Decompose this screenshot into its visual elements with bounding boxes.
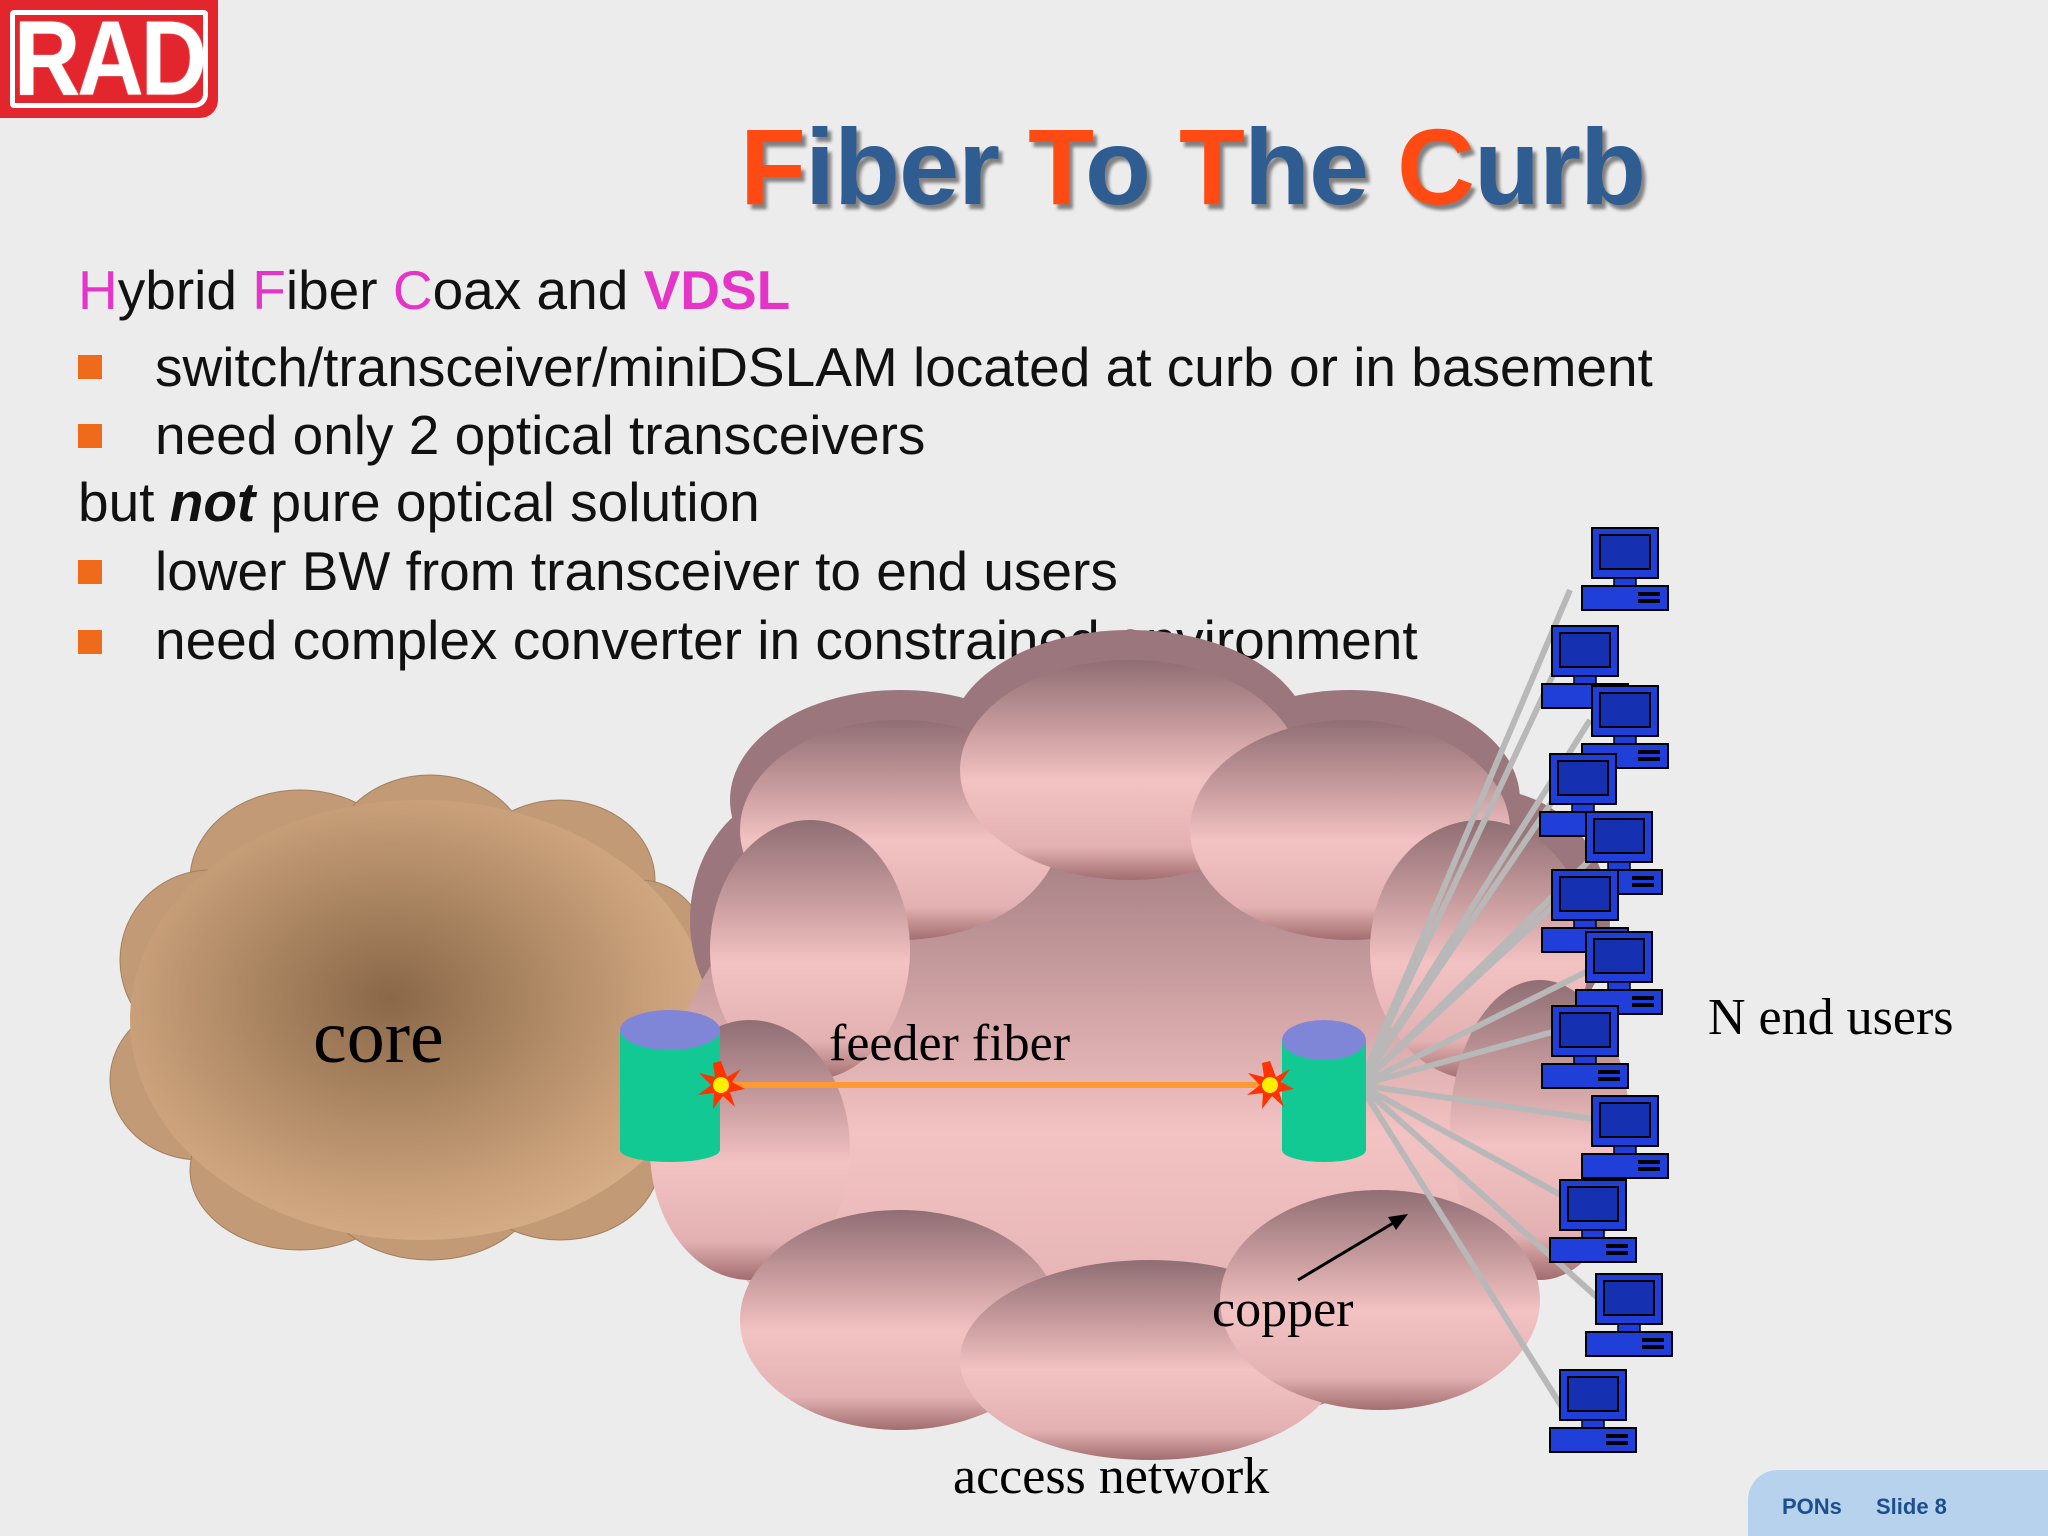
end-users-label: N end users: [1708, 989, 1954, 1046]
computer-icon: [1581, 527, 1669, 611]
computer-icon: [1549, 1369, 1637, 1453]
transceiver-right: [1282, 1020, 1366, 1162]
access-cloud: [650, 630, 1630, 1460]
computer-icon: [1541, 1005, 1629, 1089]
subtitle-line: Hybrid Fiber Coax and VDSL: [78, 259, 791, 321]
but-line: but not pure optical solution: [78, 471, 760, 533]
bullet-text: lower BW from transceiver to end users: [155, 540, 1118, 602]
core-cloud: [109, 774, 711, 1261]
footer-section: PONs: [1782, 1494, 1842, 1519]
bullet-marker: [78, 424, 102, 448]
copper-arrow: [1297, 1214, 1408, 1282]
core-label: core: [313, 995, 444, 1079]
rad-logo: RAD: [0, 0, 218, 118]
computer-icon: [1585, 1273, 1673, 1357]
bullet-marker: [78, 630, 102, 654]
computer-icon: [1581, 1095, 1669, 1179]
computer-icon: [1575, 931, 1663, 1015]
footer-slide-number: Slide 8: [1876, 1494, 1947, 1519]
access-network-label: access network: [953, 1448, 1269, 1505]
bullet-marker: [78, 560, 102, 584]
computer-icon: [1549, 1179, 1637, 1263]
copper-label: copper: [1212, 1281, 1353, 1338]
feeder-fiber-label: feeder fiber: [829, 1015, 1070, 1072]
laser-burst-left: [698, 1061, 745, 1109]
slide-footer: PONs Slide 8: [1748, 1470, 2048, 1536]
bullet-text: switch/transceiver/miniDSLAM located at …: [155, 336, 1653, 398]
bullet-marker: [78, 355, 102, 379]
bullet-text: need only 2 optical transceivers: [155, 404, 926, 466]
transceiver-left: [620, 1010, 720, 1162]
laser-burst-right: [1247, 1061, 1294, 1109]
slide-title: Fiber To The Curb: [740, 106, 1646, 227]
